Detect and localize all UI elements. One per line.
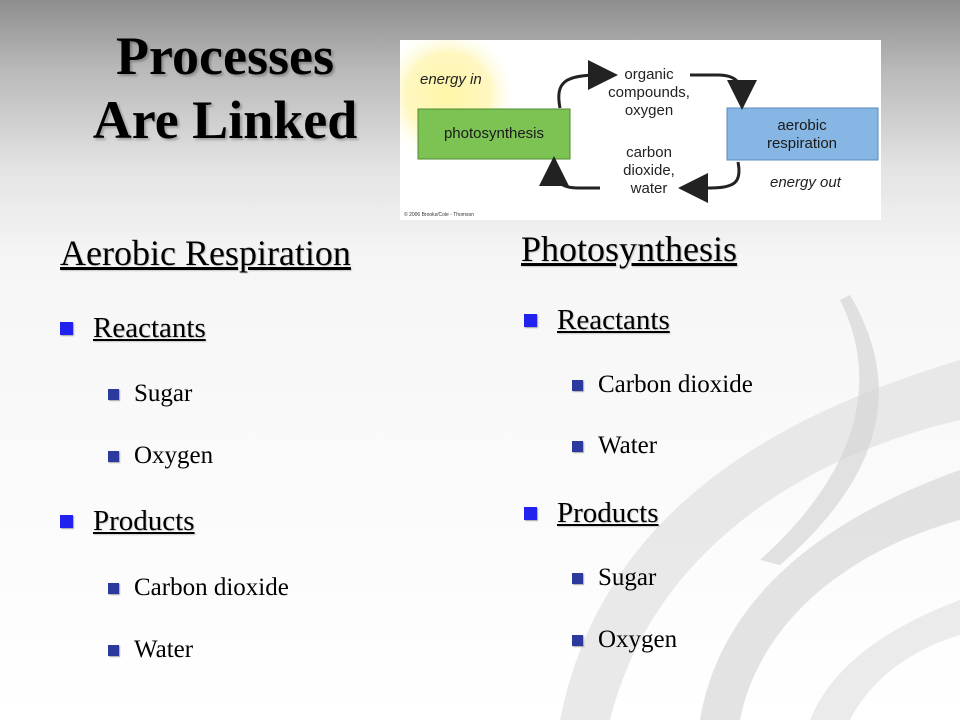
- right-product-item: Sugar: [572, 564, 656, 592]
- respiration-box: [726, 107, 879, 161]
- square-bullet-icon: [108, 582, 119, 594]
- square-bullet-icon: [572, 379, 583, 391]
- square-bullet-icon: [524, 507, 537, 520]
- respiration-box-label-2: respiration: [767, 135, 837, 152]
- bottom-flow-line-3: water: [630, 180, 668, 197]
- energy-out-label: energy out: [770, 174, 842, 191]
- left-product-text: Carbon dioxide: [134, 574, 289, 601]
- photosynthesis-box: [417, 108, 571, 160]
- left-product-item: Water: [108, 636, 193, 664]
- right-product-text: Sugar: [598, 564, 657, 591]
- right-product-text: Oxygen: [598, 626, 678, 653]
- square-bullet-icon: [572, 440, 583, 452]
- left-column-heading: Aerobic Respiration: [60, 233, 351, 273]
- top-arrow-left: [557, 60, 618, 109]
- right-column-heading: Photosynthesis: [521, 229, 738, 269]
- square-bullet-icon: [108, 644, 119, 656]
- right-reactant-item: Carbon dioxide: [572, 371, 753, 399]
- square-bullet-icon: [60, 322, 73, 335]
- left-reactant-item: Oxygen: [108, 442, 213, 470]
- top-flow-line-1: organic: [624, 66, 674, 83]
- left-products-item: Products: [60, 505, 195, 538]
- left-reactant-text: Oxygen: [134, 442, 214, 469]
- title-line-2: Are Linked: [92, 90, 358, 150]
- bottom-arrow-left: [539, 156, 600, 190]
- left-reactants-label: Reactants: [93, 312, 206, 344]
- top-flow-line-3: oxygen: [625, 102, 673, 119]
- bottom-flow-line-2: dioxide,: [623, 162, 675, 179]
- square-bullet-icon: [572, 572, 583, 584]
- left-products-label: Products: [93, 505, 195, 537]
- left-product-item: Carbon dioxide: [108, 574, 289, 602]
- top-flow-line-2: compounds,: [608, 84, 690, 101]
- bottom-arrow-right: [678, 161, 741, 203]
- left-reactant-text: Sugar: [134, 380, 193, 407]
- square-bullet-icon: [524, 314, 537, 327]
- right-reactants-label: Reactants: [557, 304, 670, 336]
- square-bullet-icon: [572, 634, 583, 646]
- image-credit: © 2006 Brooks/Cole - Thomson: [404, 211, 474, 218]
- top-arrow-right: [690, 73, 757, 110]
- right-products-item: Products: [524, 497, 659, 530]
- bottom-flow-line-1: carbon: [626, 144, 672, 161]
- process-diagram: energy in photosynthesis aerobic respira…: [400, 40, 881, 220]
- right-reactants-item: Reactants: [524, 304, 670, 337]
- left-reactants-item: Reactants: [60, 312, 206, 345]
- right-reactant-text: Water: [598, 432, 658, 459]
- square-bullet-icon: [60, 515, 73, 528]
- title-line-1: Processes: [116, 26, 334, 86]
- square-bullet-icon: [108, 450, 119, 462]
- slide-title: Processes Are Linked: [60, 24, 390, 152]
- left-reactant-item: Sugar: [108, 380, 192, 408]
- respiration-box-label-1: aerobic: [777, 117, 827, 134]
- photosynthesis-box-label: photosynthesis: [444, 125, 544, 142]
- right-reactant-item: Water: [572, 432, 657, 460]
- right-products-label: Products: [557, 497, 659, 529]
- square-bullet-icon: [108, 388, 119, 400]
- energy-in-label: energy in: [420, 71, 482, 88]
- left-product-text: Water: [134, 636, 194, 663]
- right-reactant-text: Carbon dioxide: [598, 371, 753, 398]
- right-product-item: Oxygen: [572, 626, 677, 654]
